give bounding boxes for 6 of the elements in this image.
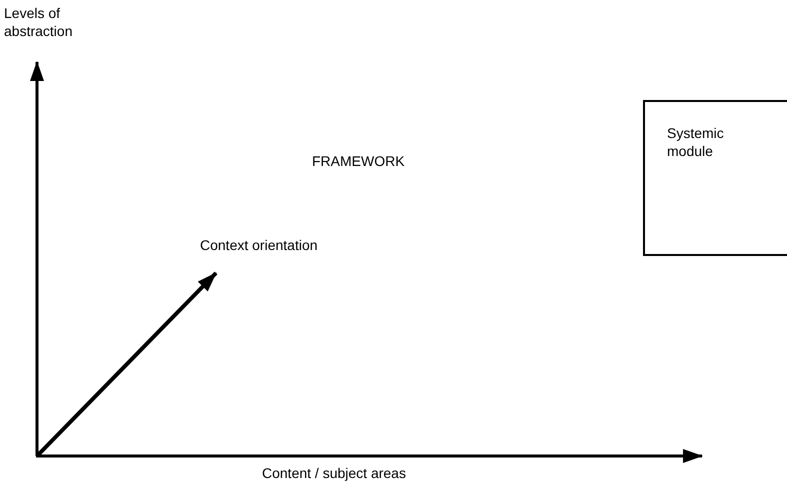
axis-label: Content / subject areas: [262, 464, 407, 482]
module-box: [643, 100, 787, 256]
module-label: Systemic module: [667, 124, 725, 160]
framework-label: FRAMEWORK: [312, 152, 406, 170]
axis-label: Levels of abstraction: [4, 4, 74, 40]
axis-label: Context orientation: [200, 236, 319, 254]
